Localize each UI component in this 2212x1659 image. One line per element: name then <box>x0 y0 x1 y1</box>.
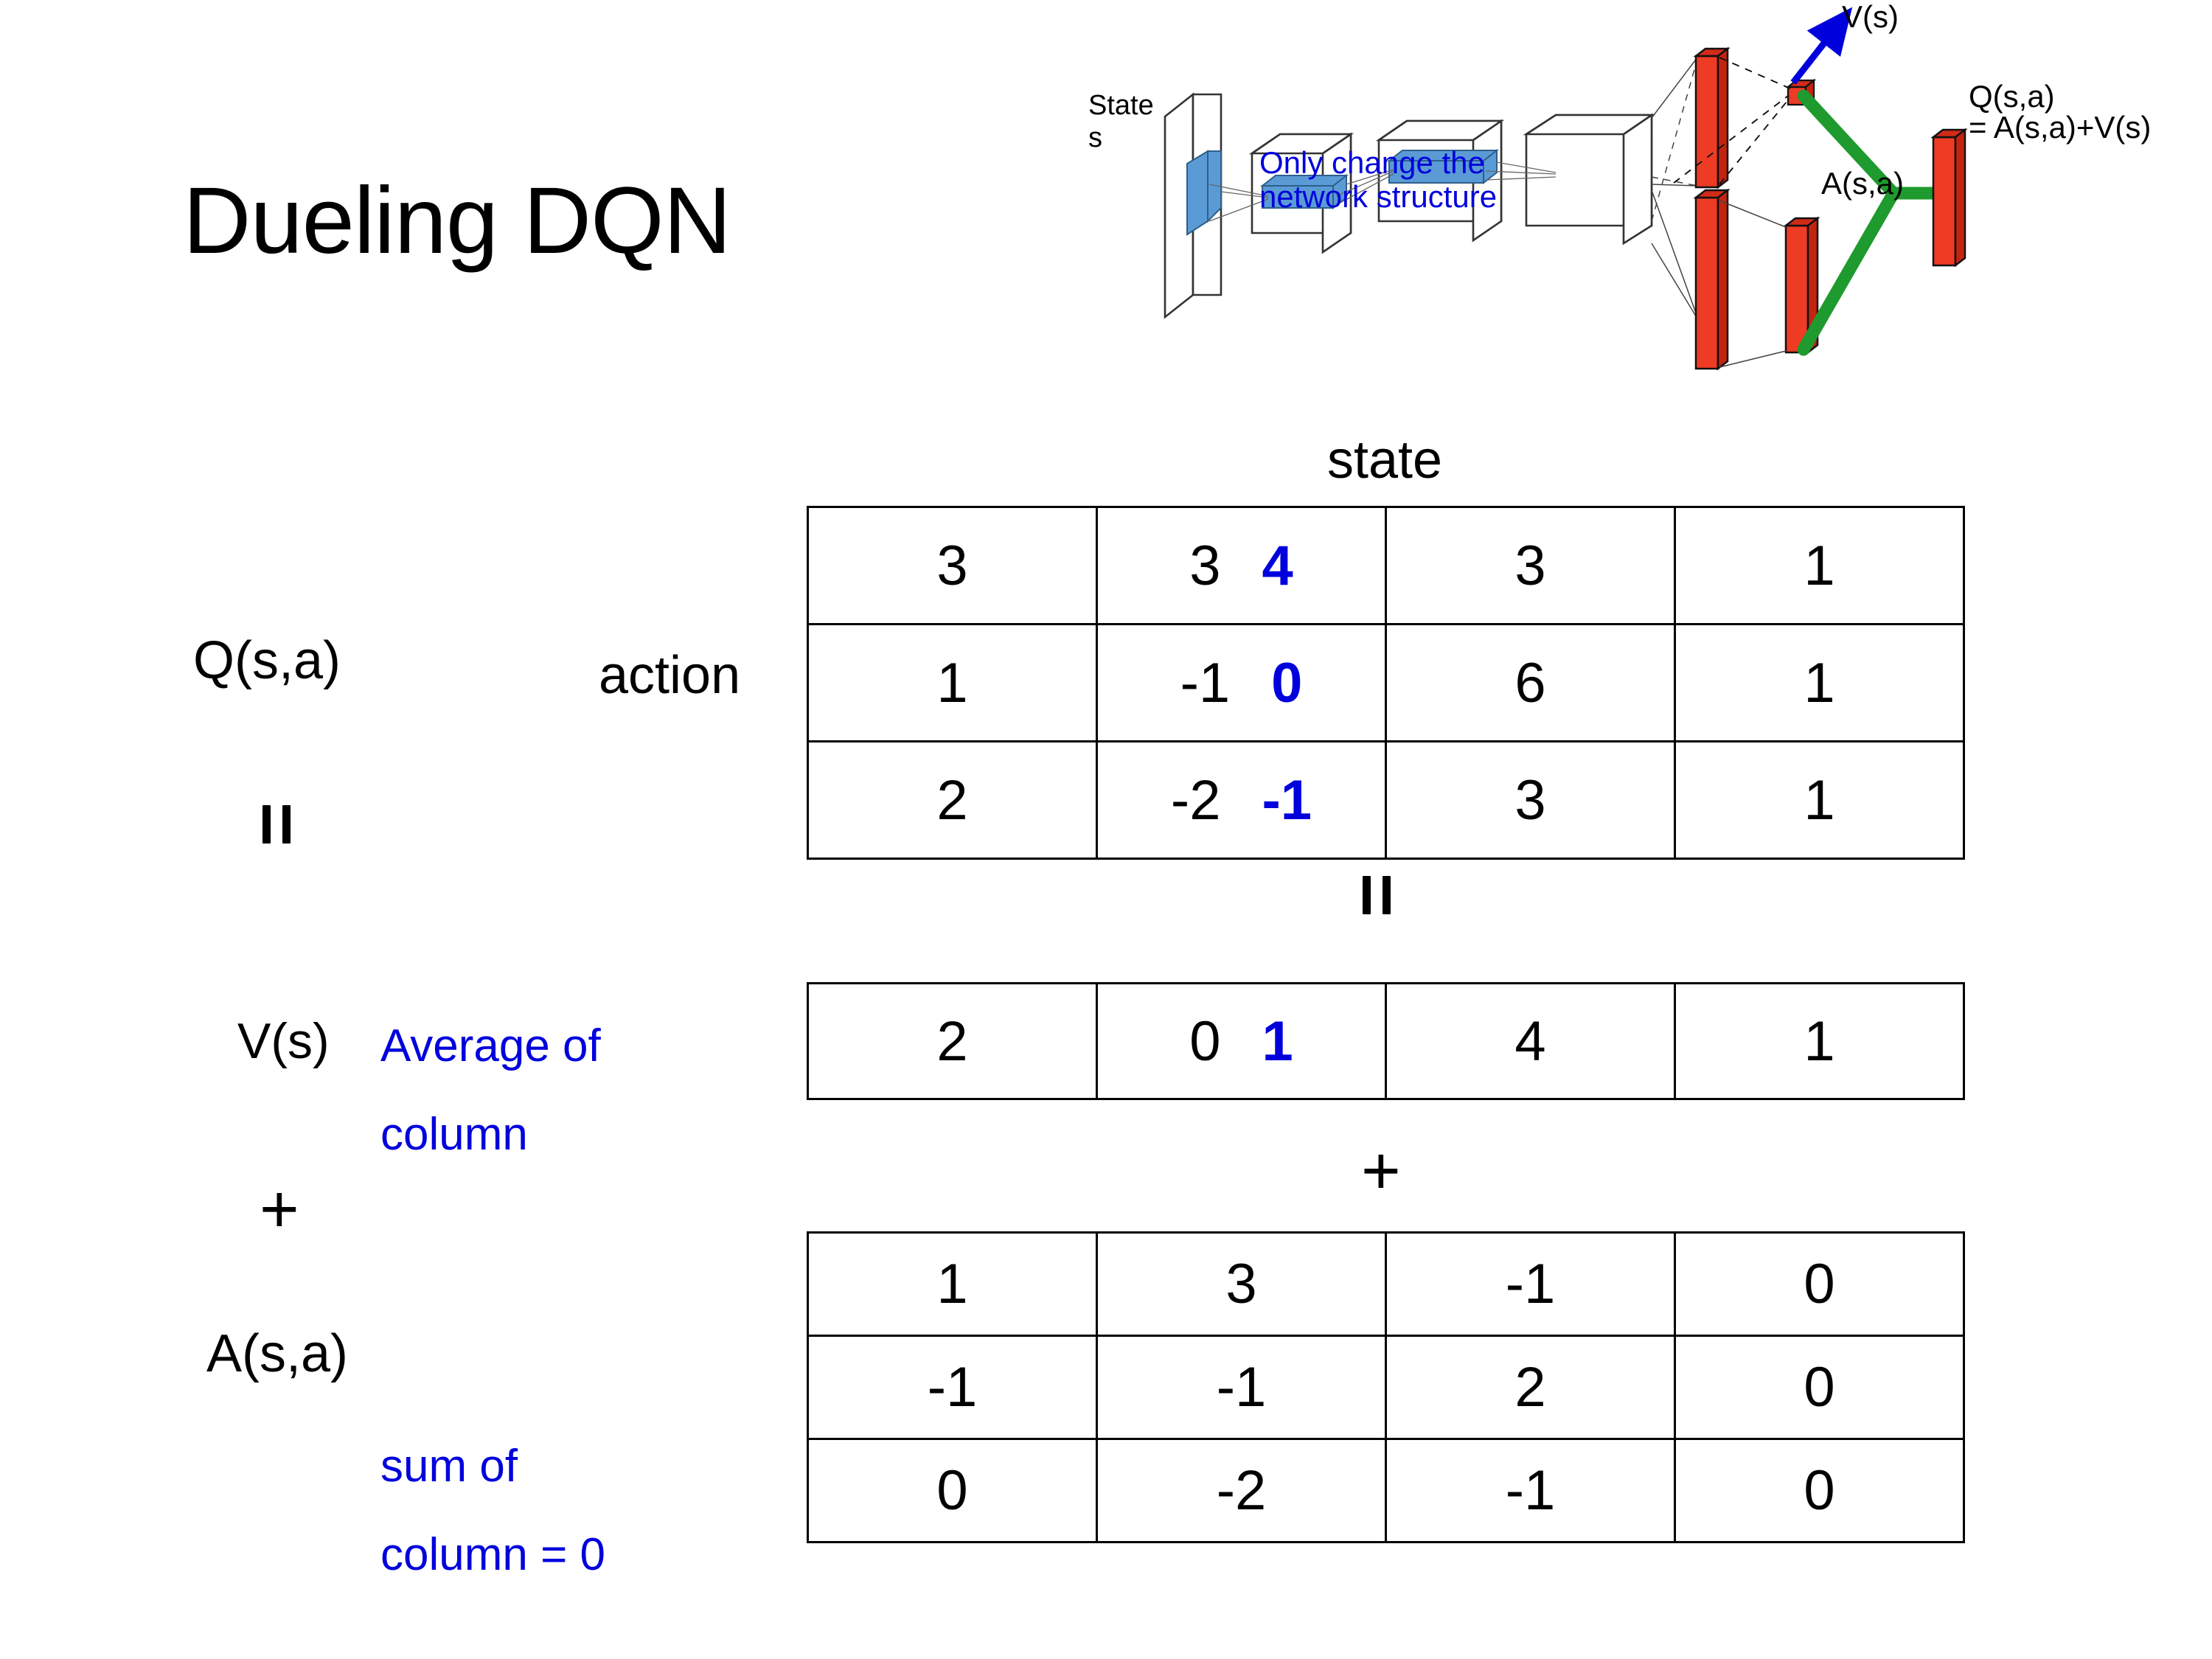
operator-equals-q <box>262 805 291 844</box>
q-cell-r0c0: 3 <box>807 506 1098 625</box>
q-cell-r2c0: 2 <box>807 740 1098 860</box>
table-row: 3 3 4 3 1 <box>807 506 1965 625</box>
diagram-value-label: V(s) <box>1842 0 1899 34</box>
dueling-network-diagram: State s Only change the network structur… <box>1084 0 2212 413</box>
diagram-advantage-label: A(s,a) <box>1821 166 1905 201</box>
table-row: 1 3 -1 0 <box>807 1231 1965 1337</box>
diagram-q-label-line2: = A(s,a)+V(s) <box>1969 110 2152 145</box>
q-cell-r1c1-old-value: -1 <box>1180 651 1231 714</box>
v-cell-c1-old-value: 0 <box>1189 1009 1221 1073</box>
table-row: 0 -2 -1 0 <box>807 1438 1965 1543</box>
a-cell-r0c2: -1 <box>1385 1231 1676 1337</box>
a-table: 1 3 -1 0 -1 -1 2 0 0 -2 -1 0 <box>807 1231 1965 1543</box>
a-cell-r1c0: -1 <box>807 1335 1098 1440</box>
operator-plus-left: + <box>260 1172 299 1247</box>
axis-label-action: action <box>599 646 741 705</box>
diagram-q-label-line1: Q(s,a) <box>1969 79 2055 114</box>
table-row: 2 -2 -1 3 1 <box>807 740 1965 860</box>
q-cell-r0c3: 1 <box>1674 506 1965 625</box>
q-cell-r2c1-new-value: -1 <box>1262 768 1312 832</box>
a-cell-r2c3: 0 <box>1674 1438 1965 1543</box>
row-label-v: V(s) <box>237 1013 330 1069</box>
v-cell-c1: 0 1 <box>1096 982 1387 1100</box>
a-cell-r0c1: 3 <box>1096 1231 1387 1337</box>
v-cell-c0: 2 <box>807 982 1098 1100</box>
table-row: 1 -1 0 6 1 <box>807 623 1965 742</box>
q-cell-r0c1-old-value: 3 <box>1189 534 1221 597</box>
v-cell-c3: 1 <box>1674 982 1965 1100</box>
table-row: -1 -1 2 0 <box>807 1335 1965 1440</box>
q-table: 3 3 4 3 1 1 -1 0 6 1 2 -2 -1 <box>807 506 1965 860</box>
row-label-a: A(s,a) <box>206 1324 349 1383</box>
q-cell-r0c1-new-value: 4 <box>1262 534 1293 597</box>
table-row: 2 0 1 4 1 <box>807 982 1965 1100</box>
v-note-line1: Average of <box>380 1020 601 1071</box>
q-cell-r1c3: 1 <box>1674 623 1965 742</box>
v-cell-c2: 4 <box>1385 982 1676 1100</box>
v-note-line2: column <box>380 1109 528 1160</box>
a-note-line2: column = 0 <box>380 1529 606 1580</box>
q-cell-r2c1-old-value: -2 <box>1170 768 1221 832</box>
operator-equals-between-q-and-v <box>1363 876 1391 914</box>
a-cell-r1c2: 2 <box>1385 1335 1676 1440</box>
a-cell-r2c0: 0 <box>807 1438 1098 1543</box>
equals-bars-icon <box>262 805 291 844</box>
v-table: 2 0 1 4 1 <box>807 982 1965 1100</box>
a-cell-r2c2: -1 <box>1385 1438 1676 1543</box>
q-cell-r0c2: 3 <box>1385 506 1676 625</box>
equals-bars-icon <box>1363 876 1391 914</box>
q-cell-r1c2: 6 <box>1385 623 1676 742</box>
q-cell-r1c1: -1 0 <box>1096 623 1387 742</box>
diagram-note-line1: Only change the <box>1259 145 1485 180</box>
a-cell-r0c3: 0 <box>1674 1231 1965 1337</box>
q-cell-r0c1: 3 4 <box>1096 506 1387 625</box>
q-cell-r2c2: 3 <box>1385 740 1676 860</box>
a-cell-r0c0: 1 <box>807 1231 1098 1337</box>
operator-plus-between-v-and-a: + <box>1361 1133 1401 1208</box>
a-cell-r2c1: -2 <box>1096 1438 1387 1543</box>
q-cell-r1c1-new-value: 0 <box>1271 651 1303 714</box>
row-label-q: Q(s,a) <box>193 631 341 690</box>
diagram-state-label-line2: s <box>1088 122 1102 153</box>
page-title: Dueling DQN <box>183 168 731 274</box>
a-cell-r1c1: -1 <box>1096 1335 1387 1440</box>
q-cell-r1c0: 1 <box>807 623 1098 742</box>
diagram-state-label-line1: State <box>1088 90 1154 121</box>
axis-label-state: state <box>1327 431 1443 490</box>
a-cell-r1c3: 0 <box>1674 1335 1965 1440</box>
v-cell-c1-new-value: 1 <box>1262 1009 1293 1073</box>
a-note-line1: sum of <box>380 1441 518 1492</box>
diagram-note-line2: network structure <box>1259 179 1498 214</box>
q-cell-r2c3: 1 <box>1674 740 1965 860</box>
q-cell-r2c1: -2 -1 <box>1096 740 1387 860</box>
